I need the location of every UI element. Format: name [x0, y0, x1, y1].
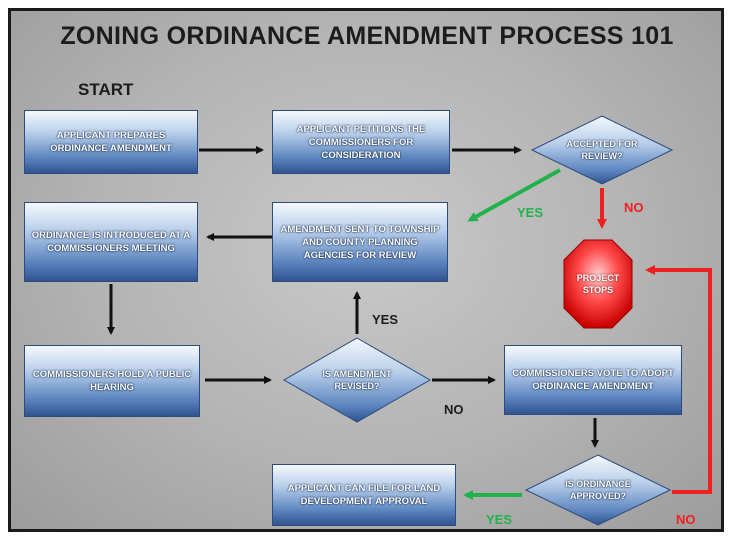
label-yes-accepted: YES [517, 205, 544, 220]
box-amendment-sent: AMENDMENT SENT TO TOWNSHIP AND COUNTY PL… [272, 202, 448, 282]
project-stops-label: PROJECT STOPS [576, 273, 620, 295]
arrow-approved-no [645, 265, 712, 494]
label-yes-approved: YES [486, 512, 513, 527]
label-yes-revised: YES [372, 312, 399, 327]
label-no-accepted: NO [624, 200, 644, 215]
decision-accepted-shape [530, 115, 674, 185]
box-land-development: APPLICANT CAN FILE FOR LAND DEVELOPMENT … [272, 464, 456, 526]
box-ordinance-introduced: ORDINANCE IS INTRODUCED AT A COMMISSIONE… [24, 202, 198, 282]
project-stops-shape [563, 239, 633, 329]
box-public-hearing: COMMISSIONERS HOLD A PUBLIC HEARING [24, 345, 200, 417]
decision-revised-shape [282, 337, 432, 423]
diagram-title: ZONING ORDINANCE AMENDMENT PROCESS 101 [60, 22, 674, 50]
decision-approved-label: IS ORDINANCE APPROVED? [565, 479, 631, 501]
label-no-approved: NO [676, 512, 696, 527]
label-no-revised: NO [444, 402, 464, 417]
box-commissioners-vote: COMMISSIONERS VOTE TO ADOPT ORDINANCE AM… [504, 345, 682, 415]
box-applicant-prepares: APPLICANT PREPARES ORDINANCE AMENDMENT [24, 110, 198, 174]
decision-accepted-label: ACCEPTED FOR REVIEW? [566, 139, 638, 161]
decision-revised-label: IS AMENDMENT REVISED? [322, 369, 392, 391]
arrow-accepted-yes [467, 168, 561, 222]
box-applicant-petitions: APPLICANT PETITIONS THE COMMISSIONERS FO… [272, 110, 450, 174]
start-label: START [78, 80, 134, 99]
decision-approved-shape [524, 454, 672, 526]
